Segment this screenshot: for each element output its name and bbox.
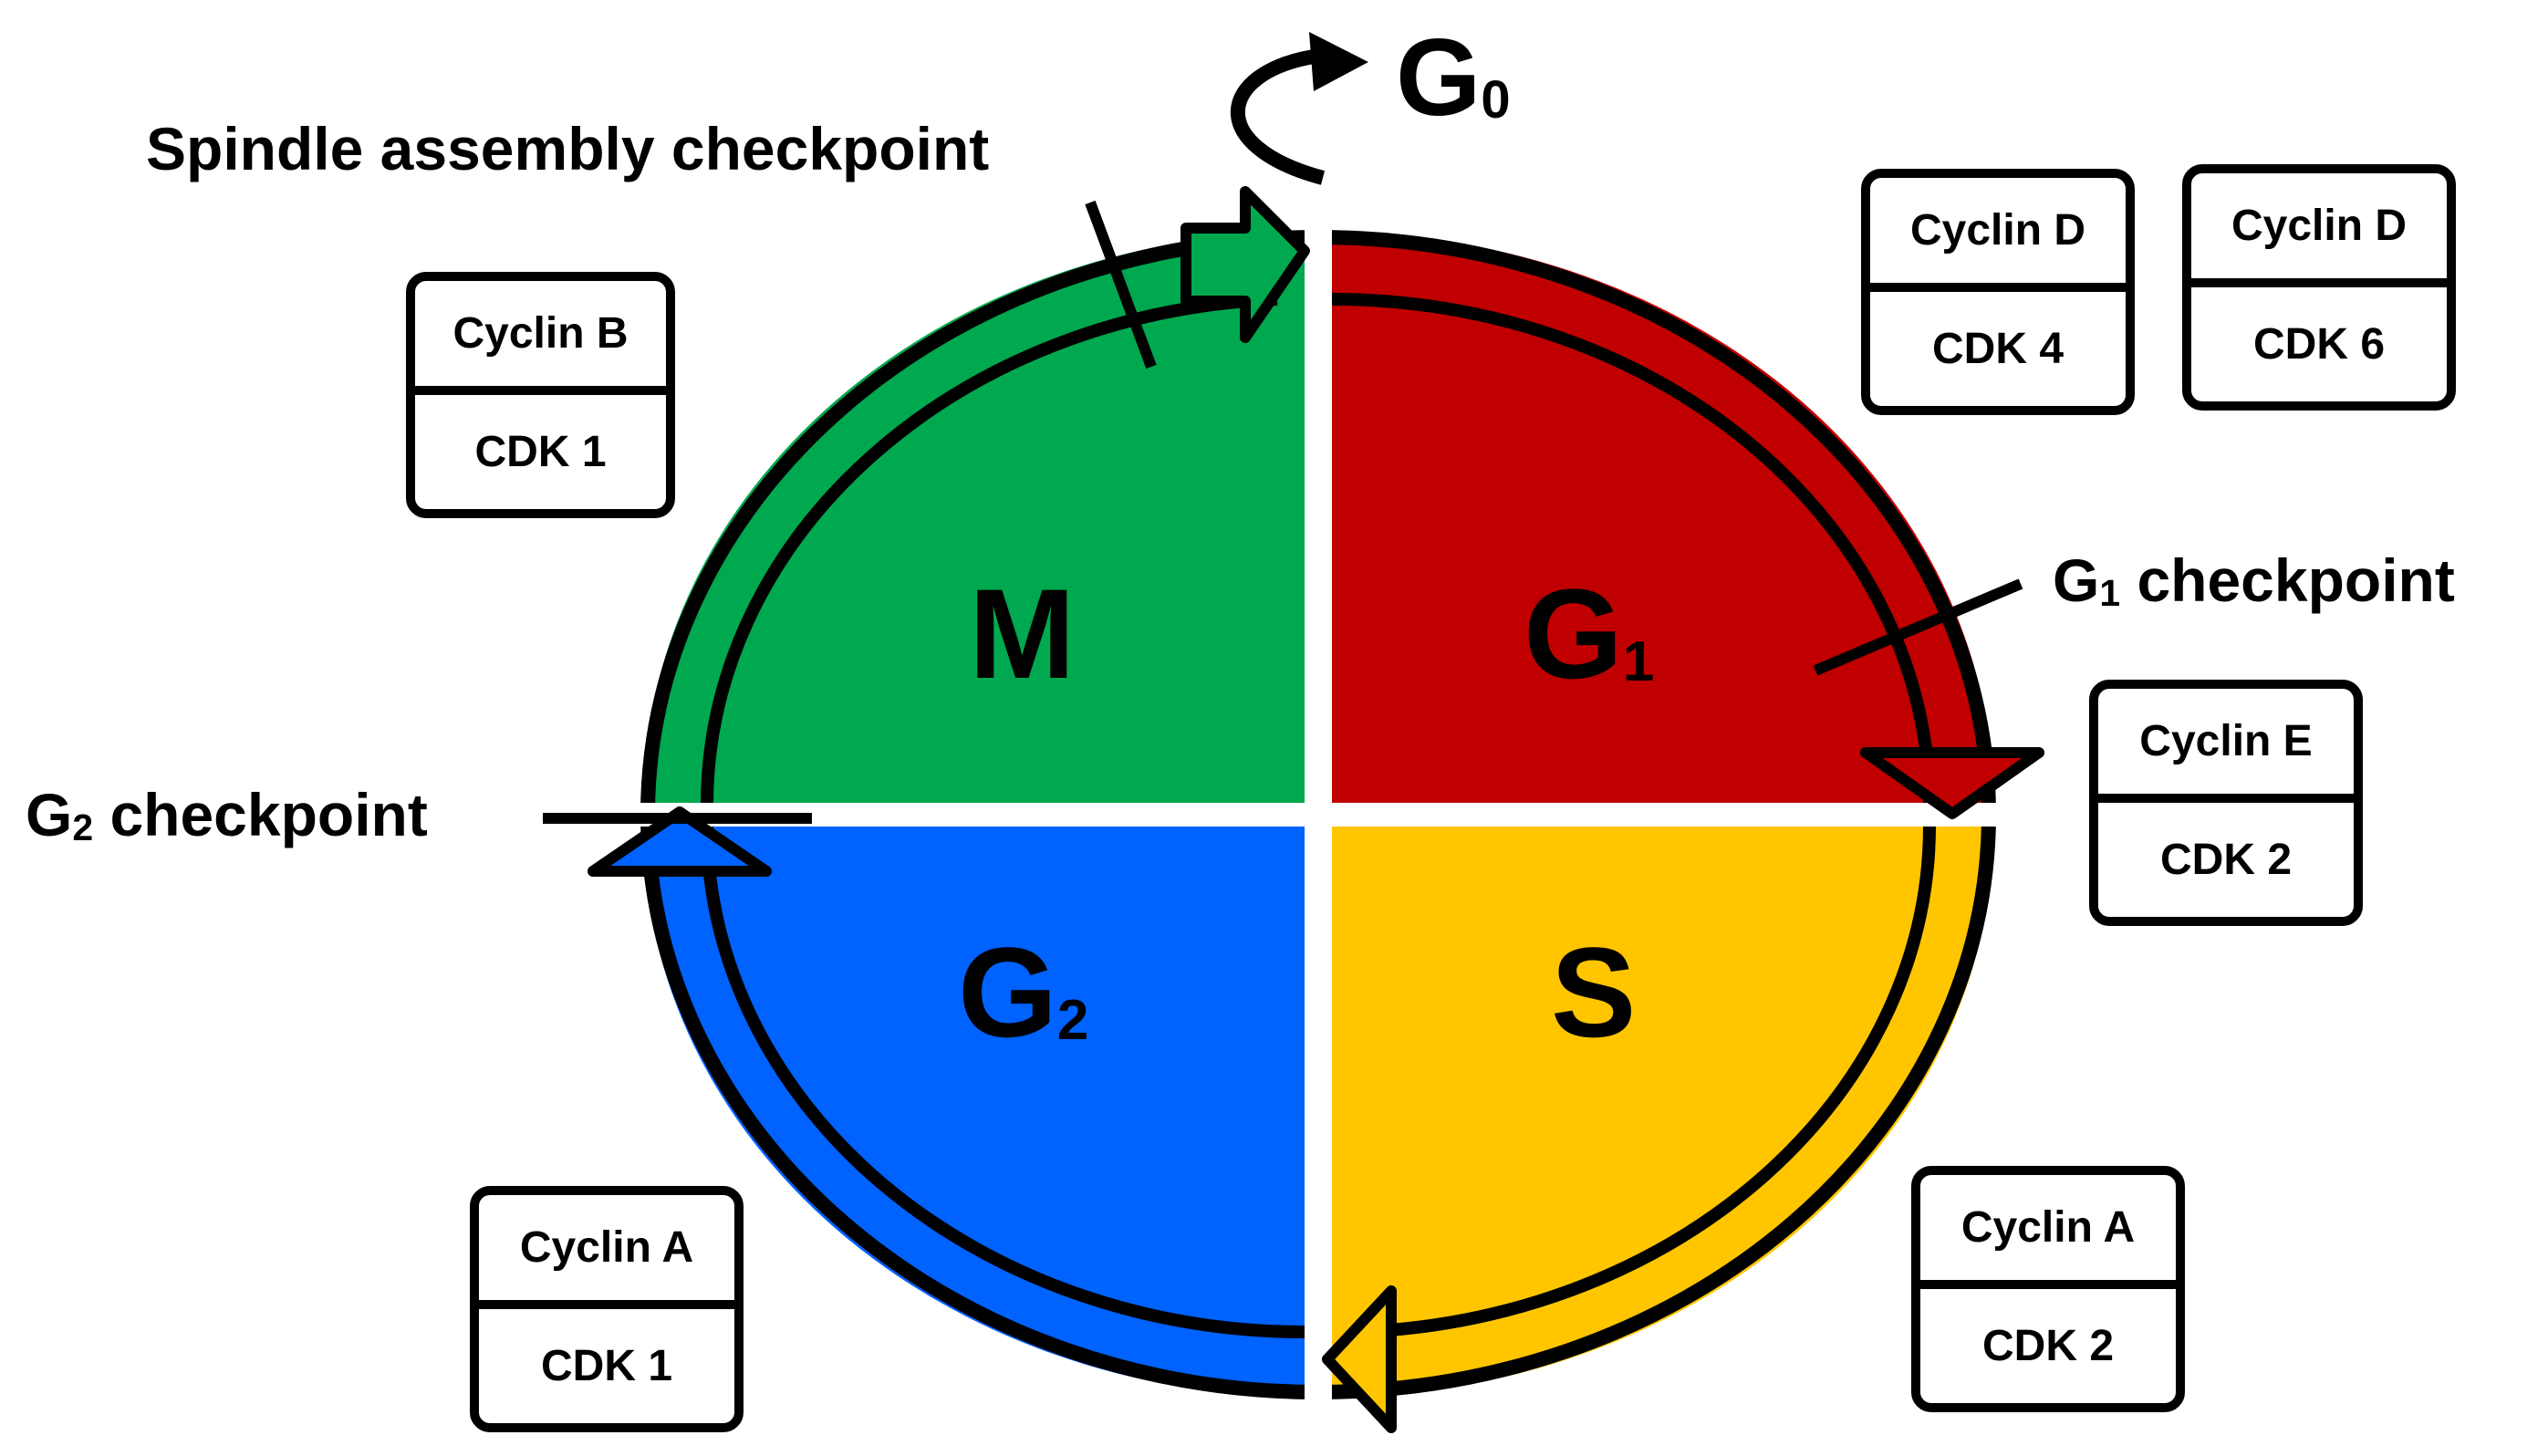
- m-arrow-inner-edge: [701, 293, 1278, 804]
- g1-phase-label: G1: [1524, 562, 1655, 705]
- s-phase-quadrant: [1332, 827, 1993, 1397]
- cyclin-label: Cyclin B: [415, 281, 666, 395]
- g2-phase-label: G2: [958, 920, 1089, 1064]
- g2-arrow-head: [588, 806, 772, 877]
- cyclin-label: Cyclin D: [2191, 173, 2447, 287]
- cyclin-a-cdk2-box: Cyclin A CDK 2: [1911, 1166, 2185, 1412]
- g2-phase-quadrant: [643, 827, 1305, 1397]
- cyclin-a-cdk1-box: Cyclin A CDK 1: [470, 1186, 744, 1432]
- cyclin-label: Cyclin A: [1920, 1175, 2176, 1289]
- g0-arrow-head-icon: [1309, 32, 1368, 91]
- cyclin-d-cdk4-box: Cyclin D CDK 4: [1861, 169, 2135, 415]
- cyclin-e-cdk2-box: Cyclin E CDK 2: [2089, 680, 2363, 926]
- horizontal-divider: [629, 803, 2007, 827]
- s-arrow-inner-edge: [1358, 826, 1936, 1338]
- g0-label: G0: [1396, 16, 1511, 139]
- cyclin-label: Cyclin D: [1870, 178, 2126, 292]
- s-phase-label: S: [1551, 920, 1637, 1064]
- cyclin-b-cdk1-box: Cyclin B CDK 1: [406, 272, 675, 518]
- cdk-label: CDK 1: [540, 1342, 673, 1390]
- g0-exit-arrow: [1230, 49, 1326, 185]
- m-phase-quadrant: [643, 233, 1305, 803]
- spindle-checkpoint-label: Spindle assembly checkpoint: [146, 115, 990, 182]
- cyclin-label: Cyclin E: [2098, 689, 2354, 803]
- g1-checkpoint-label: G1 checkpoint: [2053, 546, 2455, 614]
- g1-arrow-head: [1860, 747, 2044, 819]
- cdk-label: CDK 1: [474, 428, 607, 476]
- cdk-label: CDK 4: [1931, 325, 2064, 373]
- g1-checkpoint-marker: [1813, 578, 2023, 676]
- cdk-label: CDK 2: [2159, 836, 2293, 884]
- m-phase-label: M: [969, 562, 1076, 705]
- s-arrow-head: [1322, 1285, 1397, 1433]
- spindle-checkpoint-marker: [1085, 200, 1157, 369]
- cyclin-label: Cyclin A: [479, 1195, 734, 1309]
- cdk-label: CDK 6: [2252, 320, 2386, 369]
- g2-checkpoint-label: G2 checkpoint: [26, 781, 428, 848]
- g1-arrow-inner-edge: [1331, 293, 1936, 804]
- cdk-label: CDK 2: [1981, 1322, 2115, 1370]
- cyclin-d-cdk6-box: Cyclin D CDK 6: [2182, 164, 2456, 411]
- m-arrow-head: [1180, 186, 1310, 343]
- g2-arrow-inner-edge: [701, 826, 1305, 1338]
